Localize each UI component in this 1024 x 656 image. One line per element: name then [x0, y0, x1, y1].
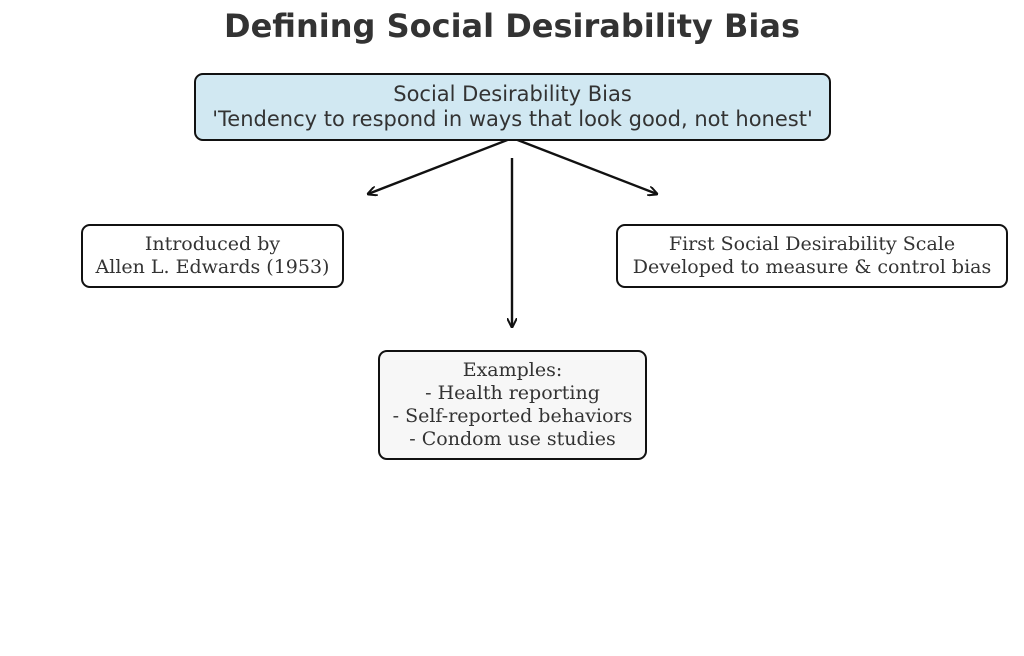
node-social-desirability-bias: Social Desirability Bias 'Tendency to re… — [194, 73, 831, 141]
example-item: - Health reporting — [425, 382, 600, 404]
node-first-scale: First Social Desirability Scale Develope… — [616, 224, 1008, 288]
node-introduced-by: Introduced by Allen L. Edwards (1953) — [81, 224, 344, 288]
example-item: - Self-reported behaviors — [392, 405, 633, 427]
node-origin-line1: Introduced by — [144, 233, 281, 255]
node-examples-heading: Examples: — [462, 359, 563, 381]
node-root-title: Social Desirability Bias — [393, 82, 632, 106]
node-scale-line2: Developed to measure & control bias — [632, 256, 992, 278]
arrow-root-to-scale — [514, 137, 657, 194]
node-scale-line1: First Social Desirability Scale — [668, 233, 956, 255]
node-origin-line2: Allen L. Edwards (1953) — [95, 256, 330, 278]
node-root-definition: 'Tendency to respond in ways that look g… — [212, 107, 813, 131]
example-item: - Condom use studies — [409, 428, 616, 450]
diagram-title: Defining Social Desirability Bias — [224, 7, 800, 45]
node-examples: Examples: - Health reporting - Self-repo… — [378, 350, 647, 460]
arrow-root-to-origin — [368, 137, 511, 194]
